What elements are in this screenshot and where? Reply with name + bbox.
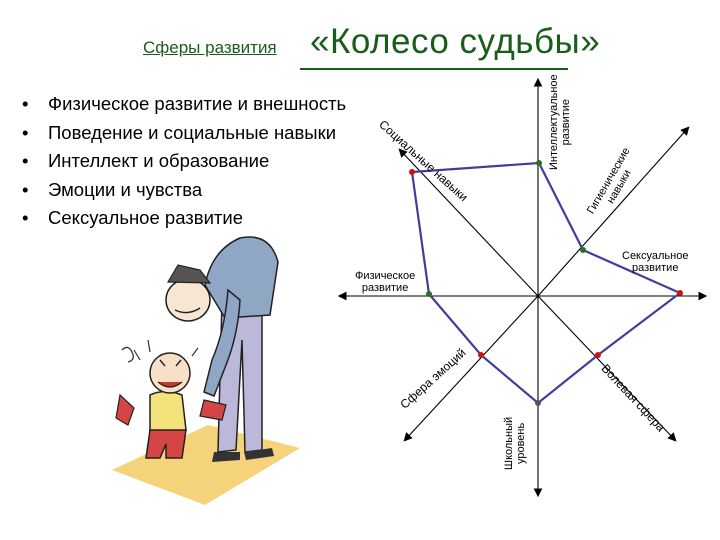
point-volitional xyxy=(595,352,601,358)
toy-right xyxy=(199,399,227,421)
father-hat xyxy=(166,264,212,284)
axis-social xyxy=(398,148,539,297)
father-mouth xyxy=(174,307,201,314)
point-emotions xyxy=(478,352,484,358)
list-item: •Интеллект и образование xyxy=(18,147,346,176)
illustration-father-child xyxy=(112,236,300,505)
point-physical xyxy=(426,291,432,297)
father-arm xyxy=(203,288,241,397)
wheel-axes xyxy=(337,77,708,498)
child-eyes xyxy=(159,359,182,367)
bullet-icon: • xyxy=(22,207,29,228)
label-physical: Физическое развитие xyxy=(355,270,416,294)
point-hygienic xyxy=(580,247,586,253)
list-item: •Физическое развитие и внешность xyxy=(18,90,346,119)
child-pants xyxy=(145,429,187,459)
child-crying-mouth xyxy=(157,381,183,388)
subtitle: Сферы развития xyxy=(143,38,277,57)
point-social xyxy=(409,169,415,175)
point-sexual xyxy=(677,290,683,296)
title-underline xyxy=(300,68,568,70)
bullet-icon: • xyxy=(22,93,29,114)
axis-emotions xyxy=(403,295,539,442)
floor-shadow xyxy=(112,425,300,505)
stress-scribble xyxy=(121,346,134,363)
bullet-icon: • xyxy=(22,178,29,200)
father-head xyxy=(165,278,211,322)
label-school: Школьный уровень xyxy=(503,416,527,470)
father-shoe-right xyxy=(244,448,274,460)
page-title: «Колесо судьбы» xyxy=(310,22,601,61)
list-item: •Эмоции и чувства xyxy=(18,176,346,205)
label-sexual: Сексуальное развитие xyxy=(622,250,689,274)
label-intellectual: Интеллектуальное развитие xyxy=(548,74,572,170)
bullet-icon: • xyxy=(22,150,29,171)
profile-points xyxy=(409,160,683,406)
list-item: •Сексуальное развитие xyxy=(18,204,346,233)
list-item: •Поведение и социальные навыки xyxy=(18,119,346,148)
father-shirt xyxy=(204,236,279,319)
bullet-icon: • xyxy=(22,121,29,143)
point-school xyxy=(535,400,541,406)
axis-volitional xyxy=(537,295,677,442)
point-intellectual xyxy=(536,160,542,166)
spheres-list: •Физическое развитие и внешность •Поведе… xyxy=(18,90,346,233)
toy-left xyxy=(115,393,135,426)
father-shoe-left xyxy=(212,452,240,462)
axis-hygienic xyxy=(537,126,690,297)
child-shirt xyxy=(149,390,187,433)
stress-lines xyxy=(133,339,199,361)
